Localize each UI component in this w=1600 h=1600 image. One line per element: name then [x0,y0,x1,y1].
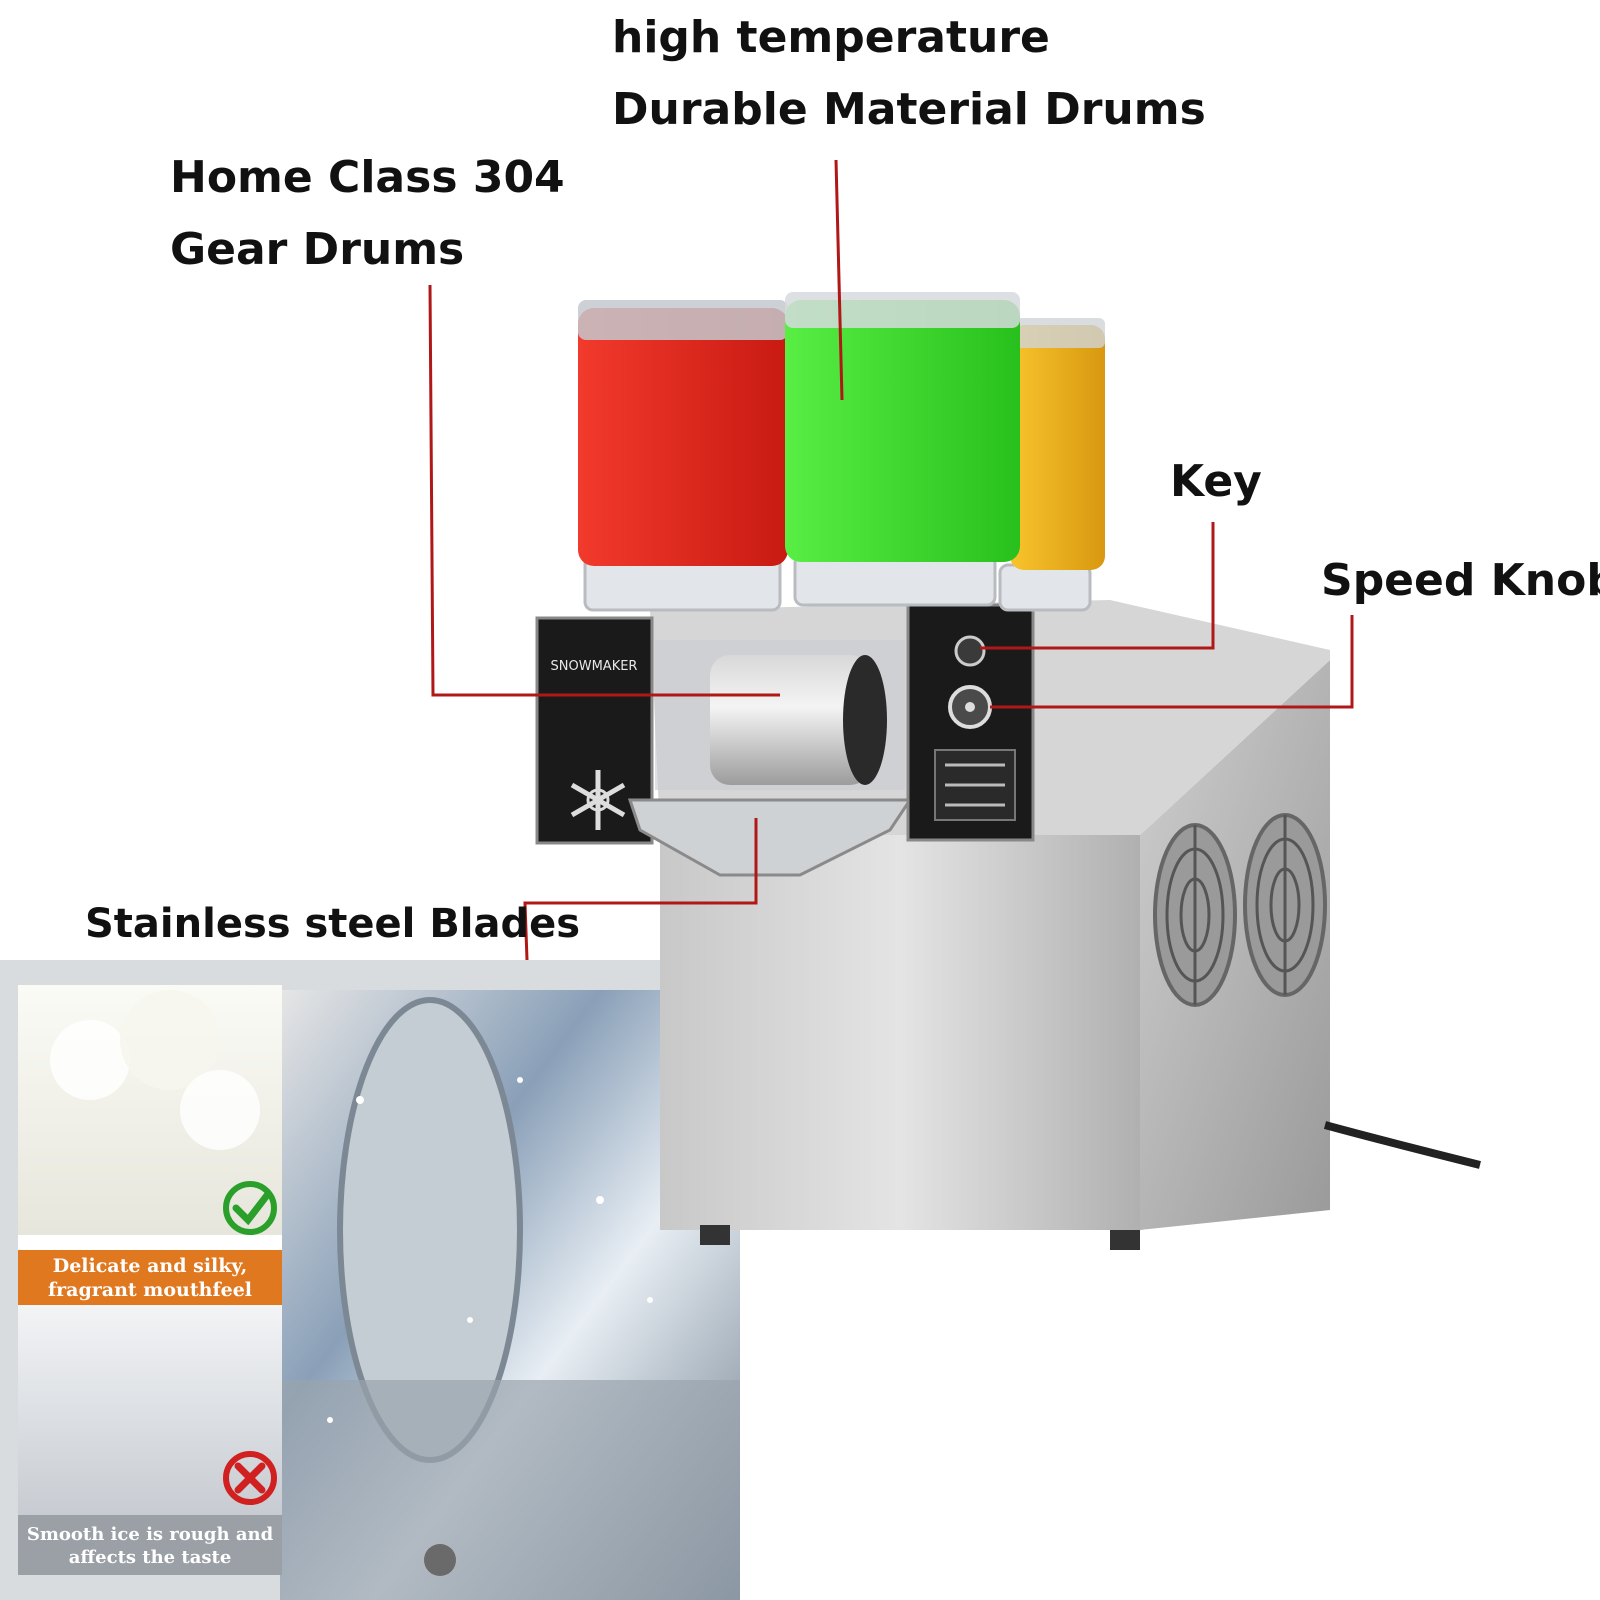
key-leader-line [980,522,1215,650]
drum-base [998,563,1092,612]
callout-speed-knob: Speed Knob [1321,555,1600,606]
drum-base [793,553,997,607]
bad-caption-bar [18,1515,282,1575]
speed-knob-leader-line [990,615,1354,709]
bad-caption-line1: Smooth ice is rough and [27,1524,274,1545]
drums-leader-line [834,159,844,401]
blades-leader-line [523,818,758,961]
callout-gear-drums: Home Class 304 Gear Drums [170,142,565,286]
power-cord [1323,1121,1481,1169]
good-caption-bar [18,1250,282,1305]
gear-drums-leader-line [428,284,780,697]
good-caption-line2: fragrant mouthfeel [48,1279,252,1301]
coarse-ice-image [18,1305,282,1515]
check-icon [223,1181,277,1235]
bad-caption-line2: affects the taste [69,1547,232,1568]
brand-logo: SNOWMAKER [551,659,638,674]
callout-drums: high temperature Durable Material Drums [612,2,1206,146]
gear-drum [710,655,870,785]
lower-cabinet-front [660,835,1140,1230]
red-syrup-drum [578,308,788,566]
inset-photo: Delicate and silky, fragrant mouthfeel S… [0,960,740,1600]
fan-grille-icon [1153,823,1237,1007]
cross-icon [223,1451,277,1505]
foot [1110,1230,1140,1250]
bolt-icon [424,1544,456,1576]
foot [700,1225,730,1245]
callout-key: Key [1170,456,1262,507]
shaved-ice-machine: SNOWMAKER [535,292,1481,1250]
snowflake-icon [570,770,626,830]
callout-drums-line2: Durable Material Drums [612,84,1206,135]
leader-lines [428,159,1354,961]
fan-grille-icon [1243,813,1327,997]
drum-end [843,655,887,785]
callout-gear-drums-line1: Home Class 304 [170,152,565,203]
yellow-syrup-drum [1010,325,1105,570]
callout-gear-drums-line2: Gear Drums [170,224,465,275]
key-switch[interactable] [954,635,986,667]
good-caption-line1: Delicate and silky, [53,1255,248,1277]
callout-blades: Stainless steel Blades [85,901,581,947]
green-syrup-drum [785,300,1020,562]
callout-drums-line1: high temperature [612,12,1050,63]
cabinet-side [1140,660,1330,1230]
blade-base [280,1380,740,1600]
